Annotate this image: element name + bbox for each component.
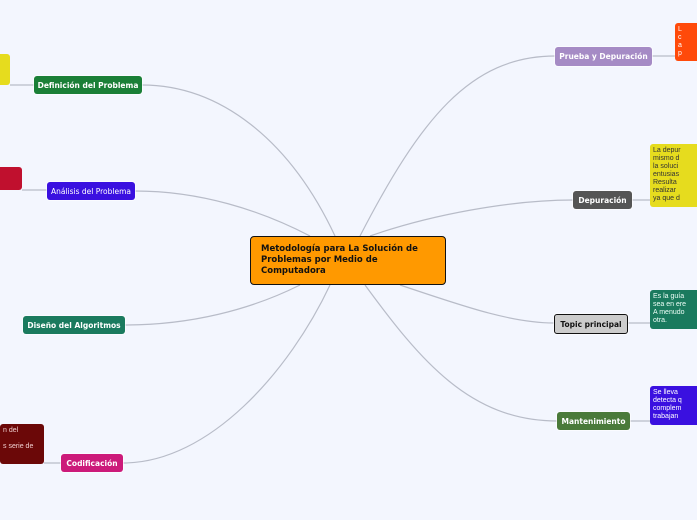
note-line: p [678, 50, 682, 57]
note-line: otra. [653, 317, 668, 324]
note-line: a [678, 42, 682, 49]
link-codificacion [122, 284, 331, 464]
note-codificacion[interactable]: n del s serie de [0, 424, 44, 464]
note-line: Es la guía [653, 293, 685, 300]
link-analisis [134, 190, 311, 237]
node-topic-principal[interactable]: Topic principal [554, 314, 628, 334]
note-line: Resulta [653, 179, 677, 186]
note-line: detecta q [653, 397, 682, 404]
note-line: complem [653, 405, 682, 412]
note-line: A menudo [653, 309, 685, 316]
node-depuracion[interactable]: Depuración [573, 191, 632, 209]
link-definicion [141, 84, 336, 237]
note-line: n del [3, 427, 19, 434]
note-definicion-problema[interactable] [0, 54, 10, 85]
note-line: mismo d [653, 155, 680, 162]
node-definicion-problema[interactable]: Definición del Problema [34, 76, 142, 94]
link-mantenimiento [364, 284, 558, 422]
note-analisis-problema[interactable] [0, 167, 22, 190]
link-topic [399, 284, 555, 324]
node-mantenimiento[interactable]: Mantenimiento [557, 412, 630, 430]
note-line: sea en ere [653, 301, 687, 308]
note-line: c [678, 34, 682, 41]
note-line: Se lleva [653, 389, 678, 396]
note-line: realizar [653, 187, 676, 194]
node-prueba-depuracion[interactable]: Prueba y Depuración [555, 47, 652, 66]
note-line: la soluci [653, 163, 679, 170]
node-codificacion[interactable]: Codificación [61, 454, 123, 472]
note-line: L [678, 26, 682, 33]
note-line: s serie de [3, 443, 34, 450]
central-topic[interactable]: Metodología para La Solución de Problema… [250, 236, 446, 285]
node-diseno-algoritmos[interactable]: Diseño del Algoritmos [23, 316, 125, 334]
note-line: entusias [653, 171, 680, 178]
note-line: trabajan [653, 413, 679, 420]
note-line: La depur [653, 147, 681, 154]
node-analisis-problema[interactable]: Análisis del Problema [47, 182, 135, 200]
note-line: ya que d [653, 195, 680, 202]
link-diseno [124, 284, 301, 326]
link-prueba [359, 55, 556, 237]
link-depuracion [369, 199, 574, 237]
note-line [3, 435, 41, 443]
